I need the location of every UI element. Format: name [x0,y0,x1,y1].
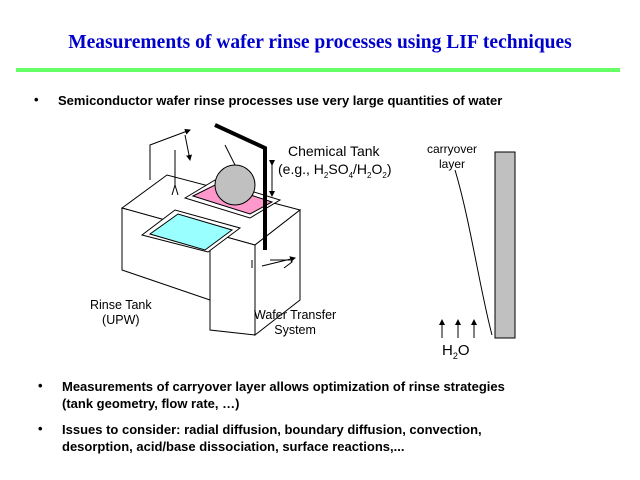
bullet-carryover-optimization: Measurements of carryover layer allows o… [62,379,505,411]
chemical-example-label: (e.g., H2SO4/H2O2) [278,161,392,180]
bullet-marker: • [34,92,39,107]
title-underline [16,68,620,72]
carryover-layer-label: carryover layer [427,142,478,171]
bullet-marker: • [38,378,43,393]
carryover-profile-curve [454,169,493,336]
bullet-marker: • [38,421,43,436]
bullet-water-usage: Semiconductor wafer rinse processes use … [58,93,503,108]
rinse-tank-label: Rinse Tank (UPW) [90,298,152,327]
bullet-issues-to-consider: Issues to consider: radial diffusion, bo… [62,422,482,454]
slide-title: Measurements of wafer rinse processes us… [68,32,572,53]
wafer-wall [494,151,516,339]
wafer-hanger-line [224,144,236,166]
transfer-arm [214,123,267,250]
chemical-tank-label: Chemical Tank [288,143,380,159]
wafer-transfer-label: Wafer Transfer System [254,308,337,337]
water-flow-arrows [439,319,477,338]
rinse-bath [140,209,242,253]
wafer [214,164,256,206]
h2o-label: H2O [442,342,470,361]
